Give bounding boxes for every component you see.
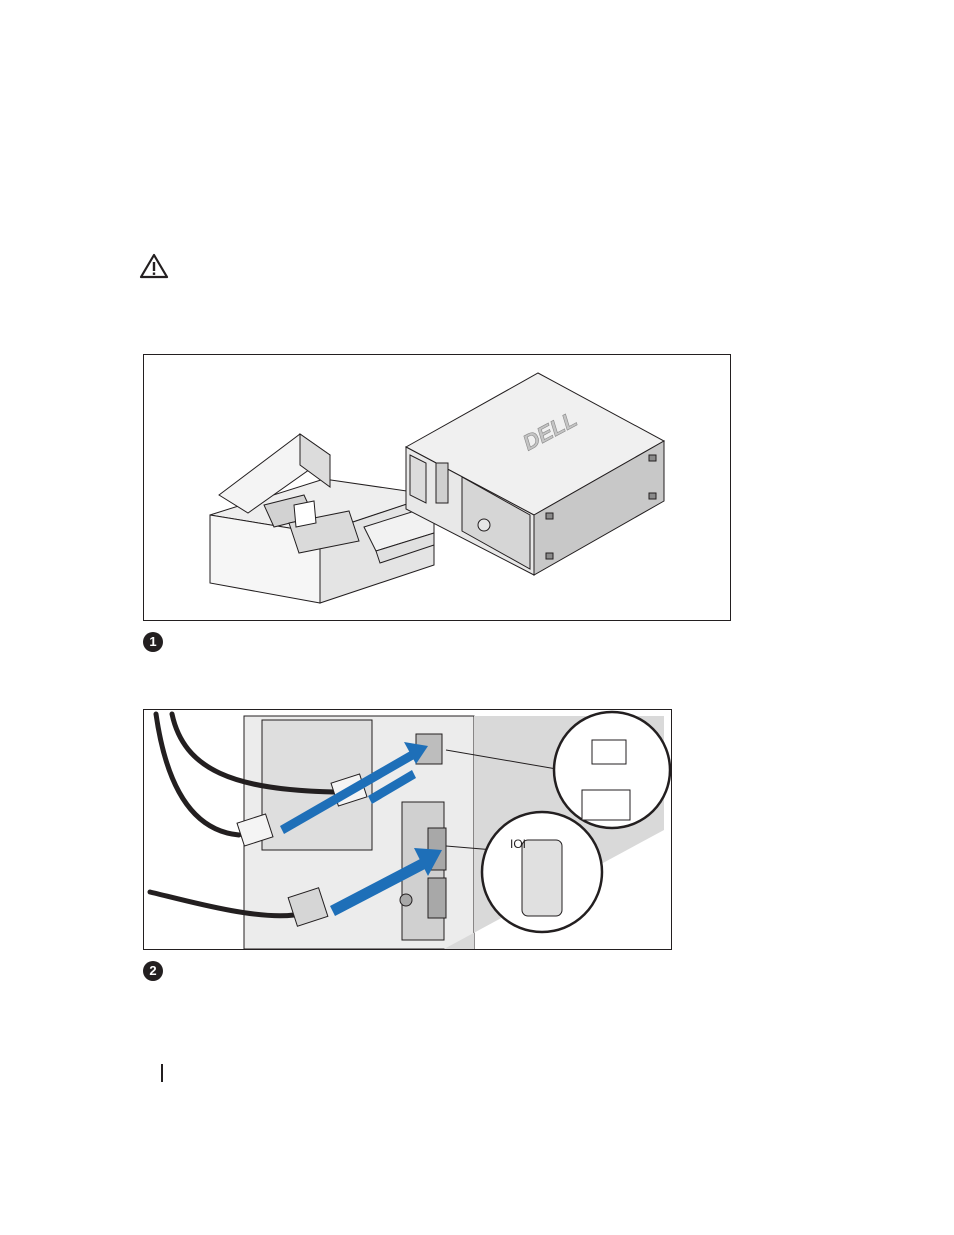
- figure-connect-cables: IOI: [143, 709, 672, 950]
- margin-rule: [161, 1064, 163, 1082]
- caution-triangle-icon: [139, 253, 169, 279]
- figure-unpacking-system: DELL: [143, 354, 731, 621]
- shipping-box-illustration: [210, 434, 434, 603]
- tower-computer-illustration: [406, 373, 664, 575]
- step-1-badge: 1: [143, 632, 163, 652]
- step-2-badge: 2: [143, 961, 163, 981]
- vga-symbol-label: IOI: [510, 837, 526, 851]
